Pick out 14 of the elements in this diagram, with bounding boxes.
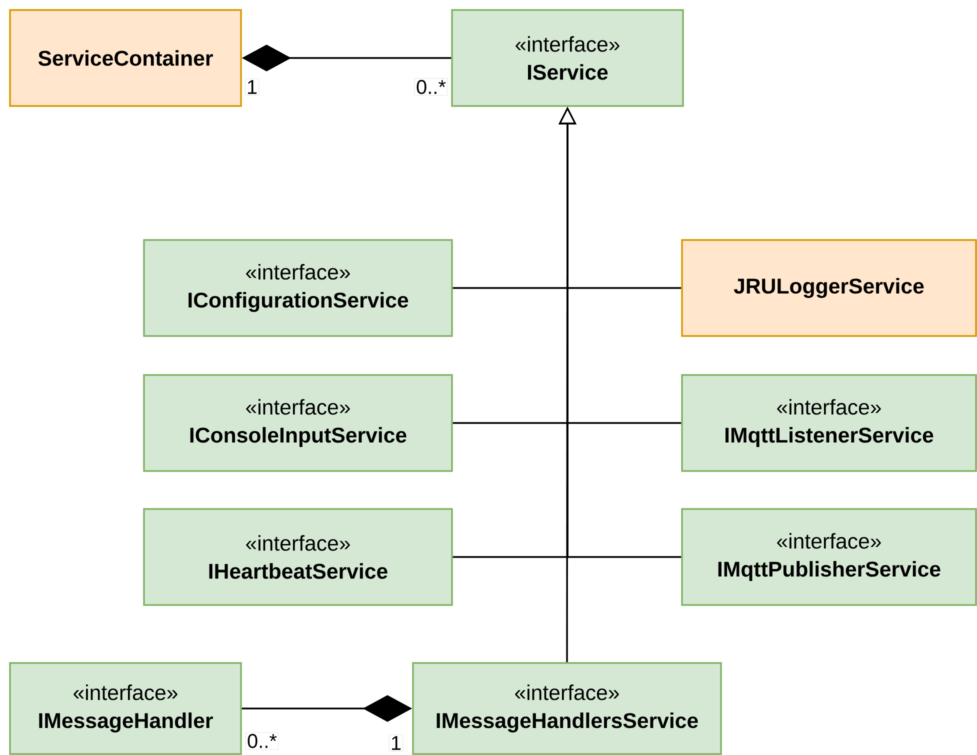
multiplicity-label: 1 <box>244 78 260 96</box>
interface-box: «interface» IService <box>451 9 684 107</box>
class-box: JRULoggerService <box>681 239 977 337</box>
interface-box: «interface» IMessageHandler <box>9 662 242 755</box>
interface-box: «interface» IHeartbeatService <box>143 508 453 606</box>
interface-box: «interface» IMessageHandlersService <box>412 662 722 755</box>
interface-box: «interface» IConfigurationService <box>143 239 453 337</box>
interface-box: «interface» IMqttListenerService <box>681 374 977 472</box>
interface-box: «interface» IConsoleInputService <box>143 374 453 472</box>
multiplicity-label: 0..* <box>414 78 448 96</box>
multiplicity-label: 1 <box>388 734 404 752</box>
interface-box: «interface» IMqttPublisherService <box>681 508 977 606</box>
class-box: ServiceContainer <box>9 9 242 107</box>
multiplicity-label: 0..* <box>245 732 279 750</box>
